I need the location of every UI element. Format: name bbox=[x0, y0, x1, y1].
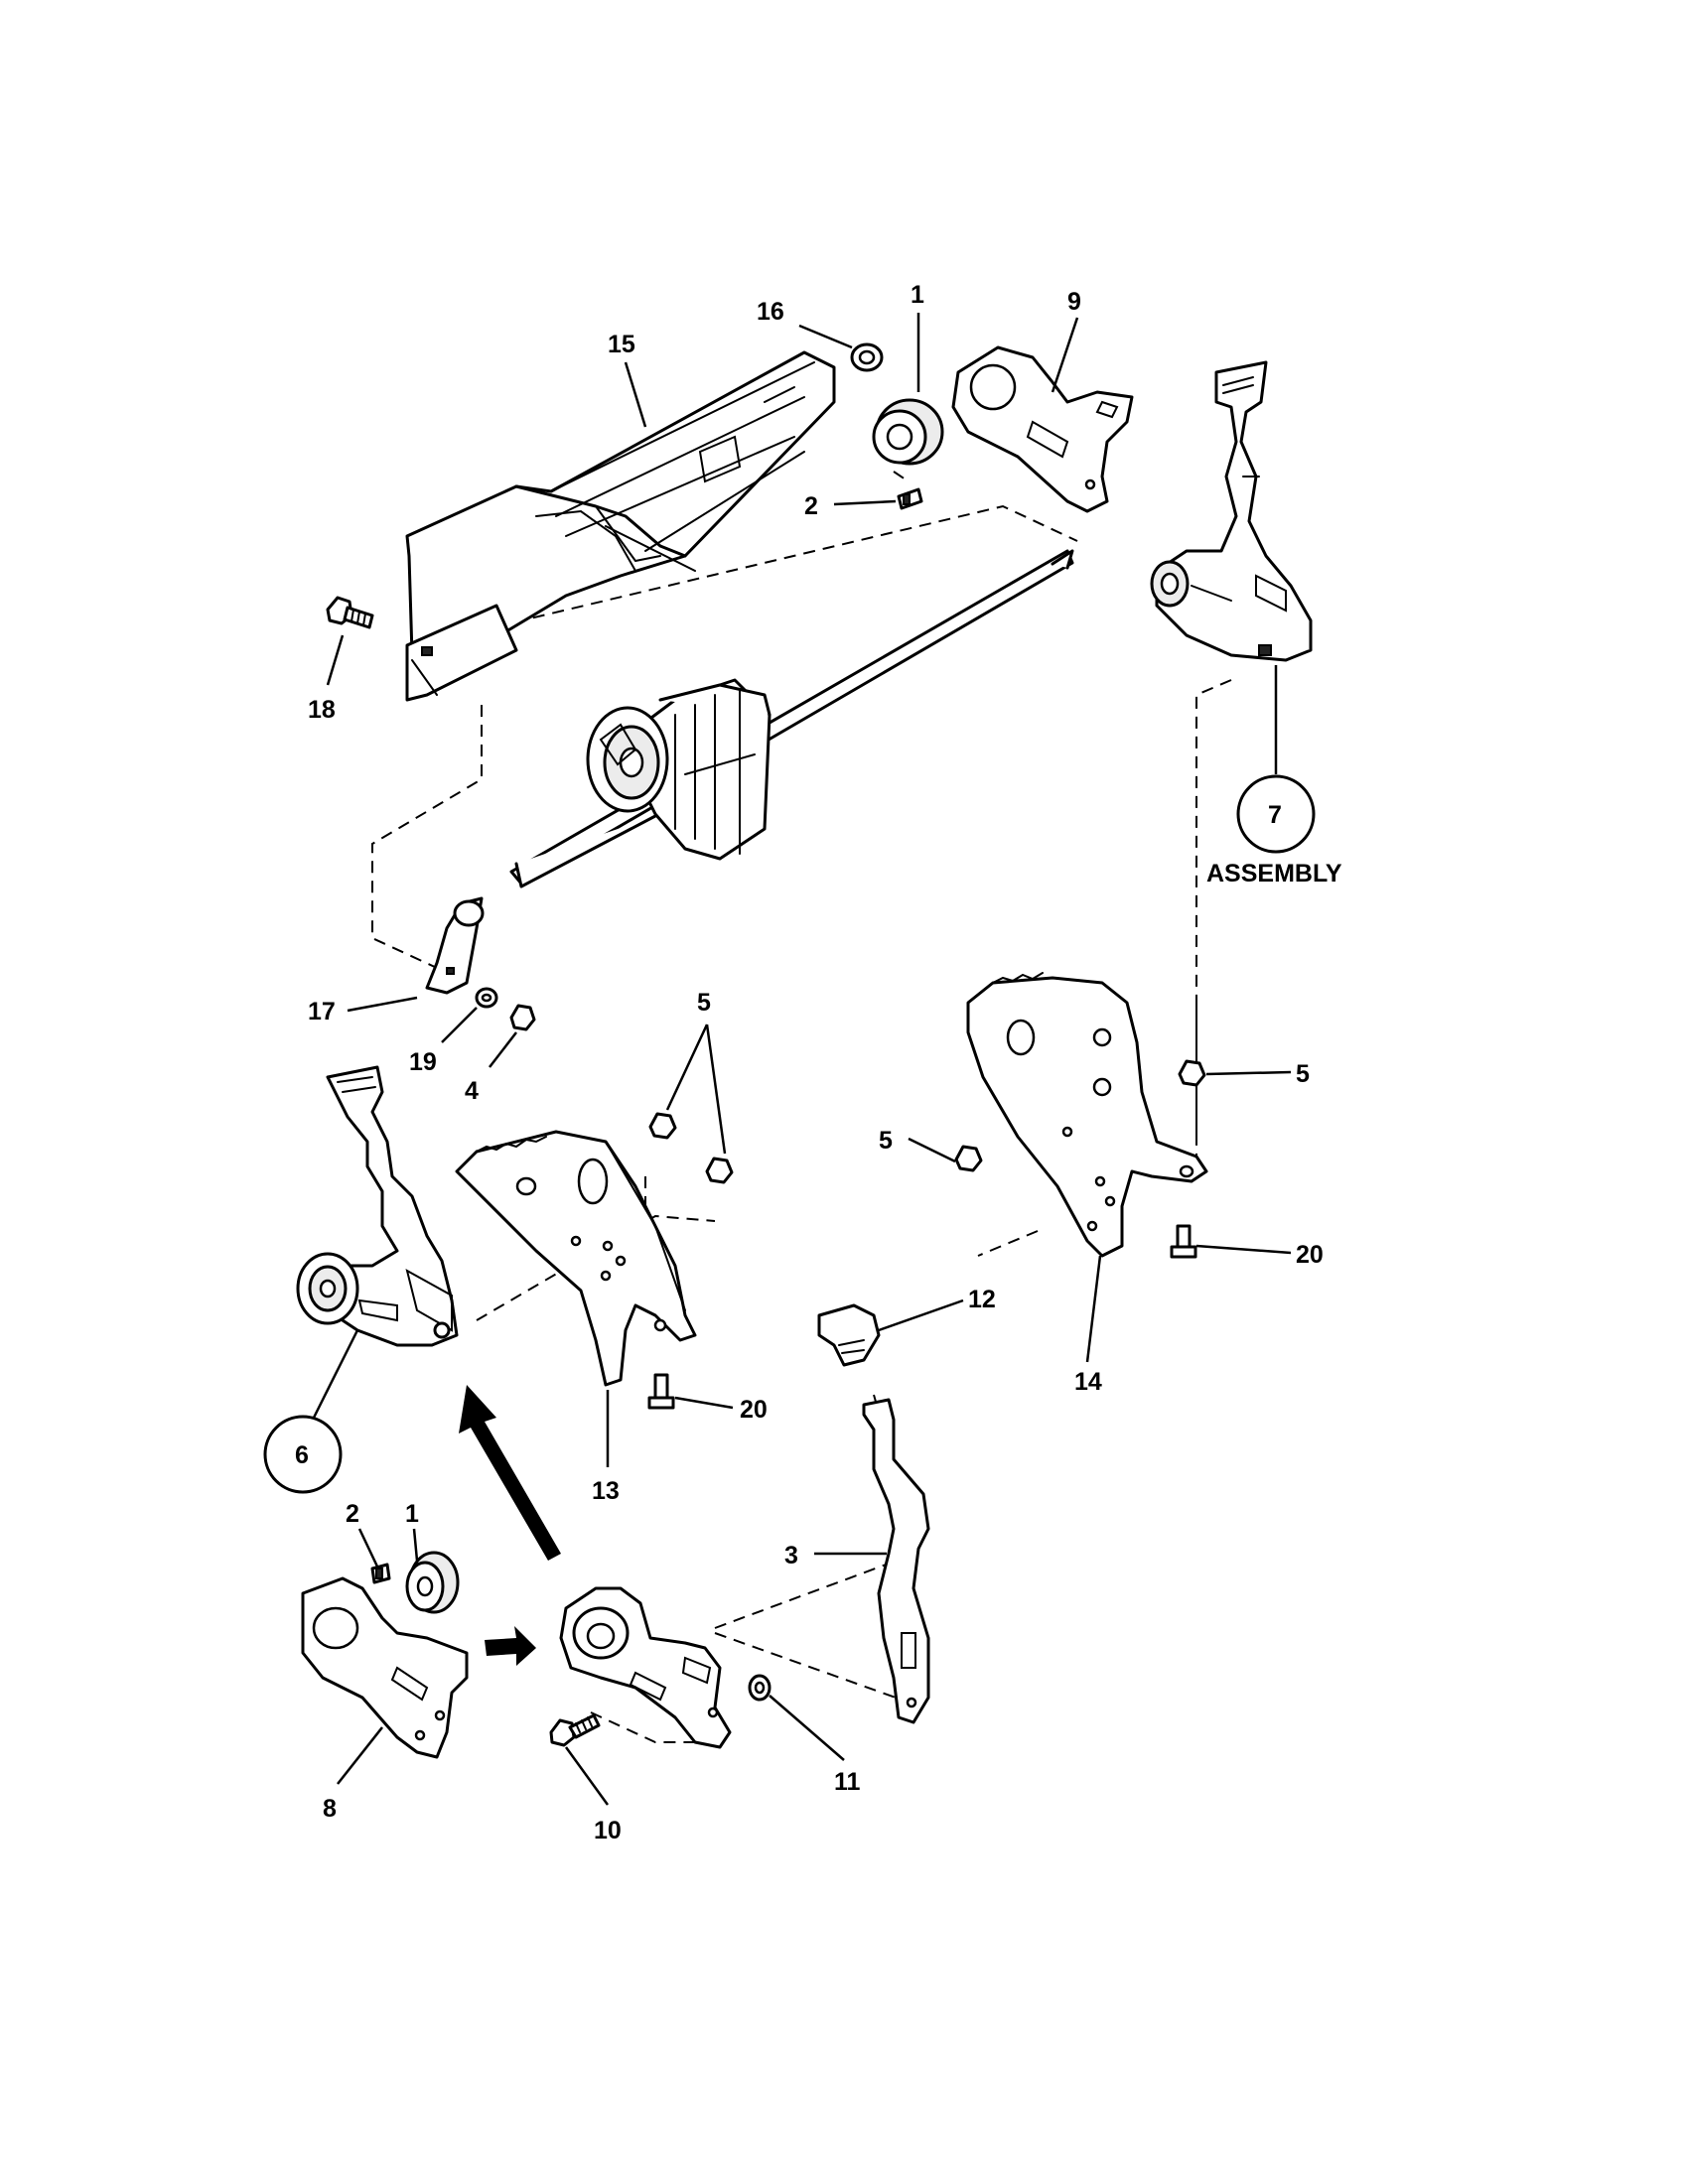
part-2-screw-bottom bbox=[370, 1563, 391, 1584]
callout-10: 10 bbox=[594, 1817, 622, 1844]
callout-7: 7 bbox=[1268, 801, 1282, 829]
part-19-washer bbox=[475, 987, 498, 1009]
part-6-lever-assembly bbox=[296, 1065, 459, 1347]
callout-9: 9 bbox=[1067, 288, 1081, 316]
callout-13: 13 bbox=[592, 1477, 620, 1505]
callout-19: 19 bbox=[409, 1048, 437, 1076]
part-8-bracket bbox=[301, 1576, 469, 1759]
callout-20-right: 20 bbox=[1296, 1241, 1324, 1269]
callout-18: 18 bbox=[308, 696, 336, 724]
callout-2-bottom: 2 bbox=[346, 1500, 359, 1528]
callout-labels: 15 16 1 9 2 18 7 ASSEMBLY 17 19 4 5 5 5 … bbox=[263, 281, 1342, 1844]
part-15-channel-housing bbox=[405, 350, 836, 702]
assembly-label: ASSEMBLY bbox=[1206, 860, 1342, 887]
part-5-nut-right-b bbox=[954, 1145, 983, 1172]
part-2-screw-top bbox=[897, 487, 923, 510]
callout-1-bottom: 1 bbox=[405, 1500, 419, 1528]
callout-11: 11 bbox=[834, 1768, 861, 1796]
callout-2-top: 2 bbox=[804, 492, 818, 520]
callout-17: 17 bbox=[308, 998, 336, 1025]
callout-14: 14 bbox=[1074, 1368, 1102, 1396]
transmission-axle-assembly bbox=[509, 549, 1074, 888]
callout-8: 8 bbox=[323, 1795, 337, 1823]
callout-5-right-b: 5 bbox=[879, 1127, 893, 1155]
part-20-bolt-right bbox=[1170, 1224, 1197, 1259]
callout-20-mid: 20 bbox=[740, 1396, 768, 1424]
callout-5-right-a: 5 bbox=[1296, 1060, 1310, 1088]
callout-6-circle bbox=[263, 1415, 343, 1494]
callout-5-mid: 5 bbox=[697, 989, 711, 1017]
part-18-bolt bbox=[326, 596, 374, 629]
part-20-bolt-mid bbox=[647, 1373, 675, 1410]
callout-1-top: 1 bbox=[911, 281, 924, 309]
part-11-washer bbox=[748, 1674, 772, 1702]
callout-16: 16 bbox=[757, 298, 784, 326]
part-3-lever-arm bbox=[862, 1398, 930, 1724]
part-1-bearing-bottom bbox=[405, 1551, 460, 1614]
direction-arrow-small bbox=[485, 1626, 536, 1666]
part-1-bearing-top bbox=[872, 398, 944, 466]
part-5-nut-mid-a bbox=[648, 1112, 677, 1140]
part-10-bolt bbox=[549, 1713, 601, 1747]
part-17-arm-bracket bbox=[425, 896, 485, 995]
callout-3: 3 bbox=[784, 1542, 798, 1570]
part-7-lever-assembly bbox=[1150, 360, 1313, 662]
bottom-middle-bracket bbox=[559, 1586, 732, 1749]
part-9-bracket bbox=[951, 345, 1134, 513]
part-14-mounting-plate bbox=[966, 972, 1208, 1258]
part-4-nut bbox=[509, 1004, 536, 1031]
part-5-nut-right-a bbox=[1178, 1059, 1206, 1087]
callout-6: 6 bbox=[295, 1441, 309, 1469]
leader-lines bbox=[311, 313, 1292, 1806]
direction-arrow-large bbox=[459, 1385, 561, 1561]
part-12-grip bbox=[817, 1303, 881, 1367]
callout-4: 4 bbox=[465, 1077, 479, 1105]
callout-12: 12 bbox=[968, 1286, 996, 1313]
part-5-nut-mid-b bbox=[705, 1157, 734, 1184]
callout-15: 15 bbox=[608, 331, 635, 358]
callout-7-circle bbox=[1236, 774, 1316, 854]
part-16-collar bbox=[850, 342, 884, 372]
part-13-mounting-plate bbox=[455, 1130, 697, 1387]
